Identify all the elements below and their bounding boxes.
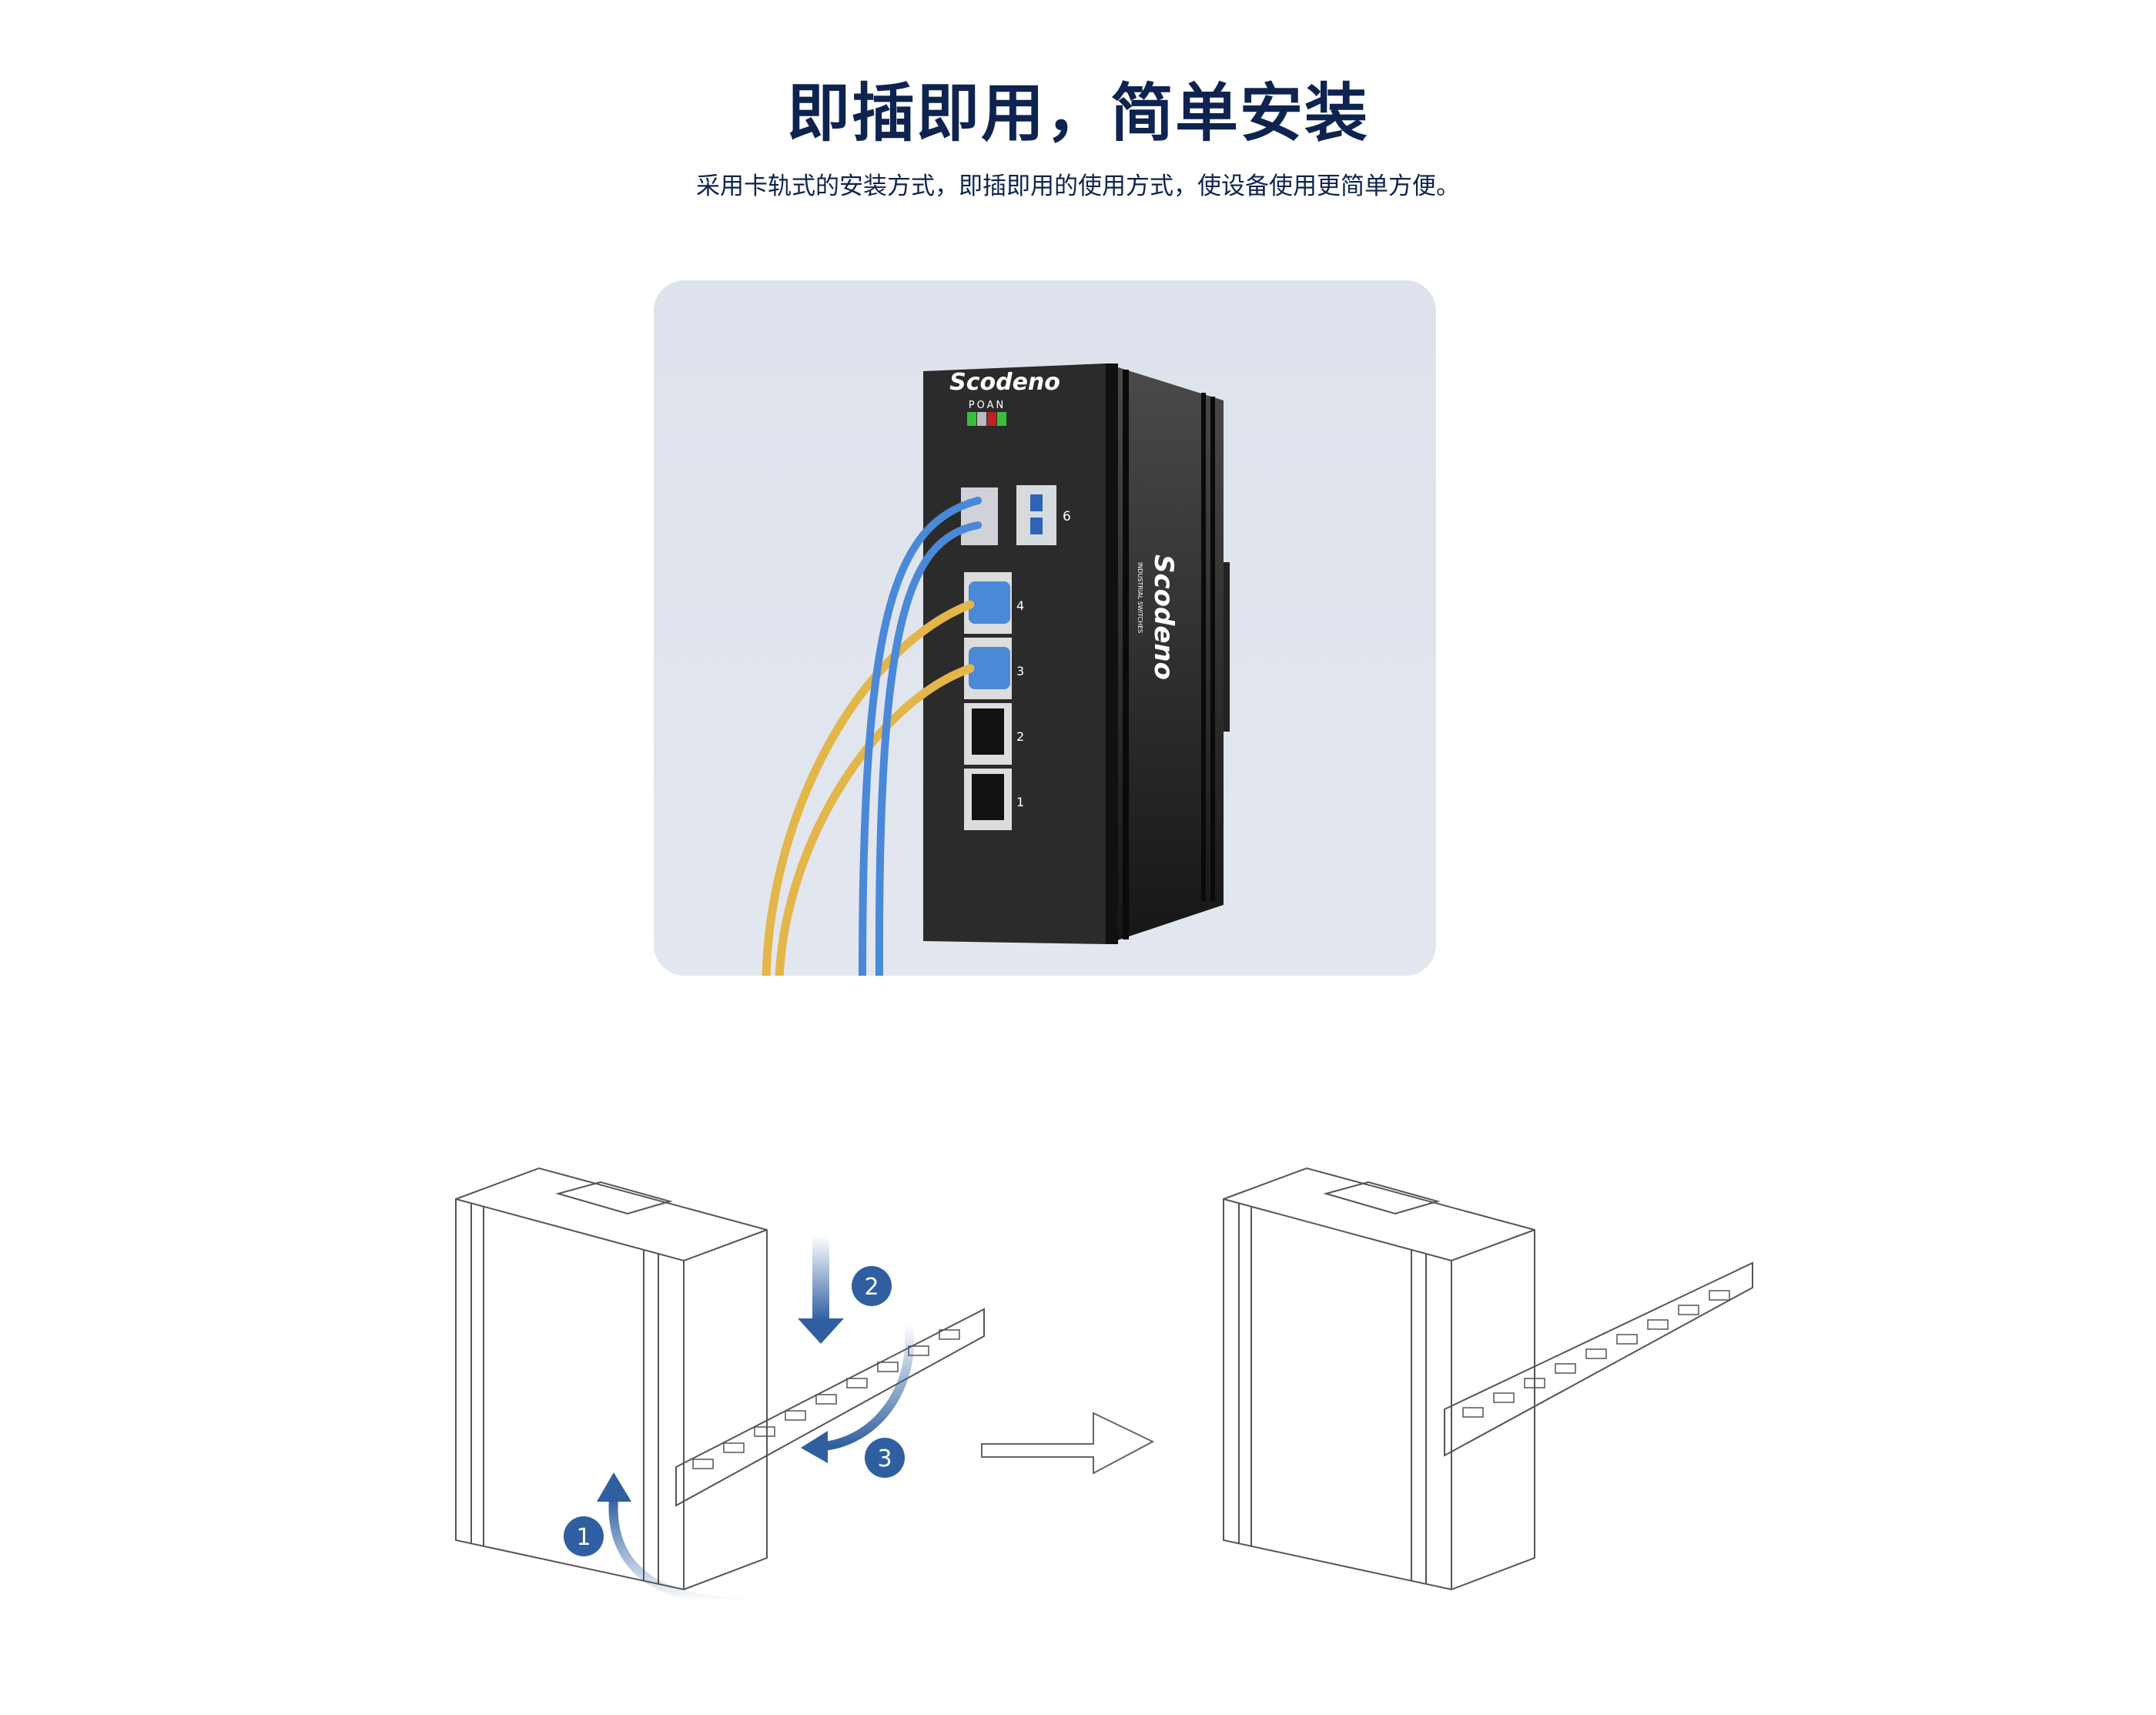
step-1-badge [564,1516,604,1556]
sfp-port-5 [961,487,998,545]
switch-device-illustration: Scodeno POAN 6 4 3 2 1 Scodeno INDUSTRIA… [762,363,1230,976]
status-leds [967,412,1006,426]
step-badges: 1 2 3 [564,1266,905,1556]
port-label-4: 4 [1016,598,1024,613]
brand-logo: Scodeno [949,369,1060,396]
rj45-ports [964,572,1012,830]
device-after-mounting [1223,1167,1753,1591]
cables [762,497,982,976]
product-image-panel: Scodeno POAN 6 4 3 2 1 Scodeno INDUSTRIA… [654,280,1436,976]
page-title: 即插即用，简单安装 [786,77,1369,150]
step-arrows [597,1236,915,1606]
side-tagline: INDUSTRIAL SWITCHES [1137,562,1143,633]
page-subtitle: 采用卡轨式的安装方式，即插即用的使用方式，使设备使用更简单方便。 [696,173,1460,200]
step-1-label: 1 [576,1524,591,1551]
port-label-1: 1 [1016,795,1024,809]
device-front [923,363,1106,944]
transition-arrow-icon [981,1412,1155,1475]
port-label-3: 3 [1016,664,1024,678]
port-label-6: 6 [1063,509,1071,524]
step-2-badge [852,1266,892,1306]
led-labels: POAN [969,400,1006,411]
step-2-label: 2 [864,1274,879,1301]
side-brand-logo: Scodeno [1148,554,1179,680]
step-3-label: 3 [877,1445,892,1472]
device-before-mounting [455,1167,985,1591]
sfp-port-6 [1016,485,1056,545]
step-3-badge [865,1438,905,1478]
port-label-2: 2 [1016,729,1024,744]
device-side [1106,363,1224,944]
